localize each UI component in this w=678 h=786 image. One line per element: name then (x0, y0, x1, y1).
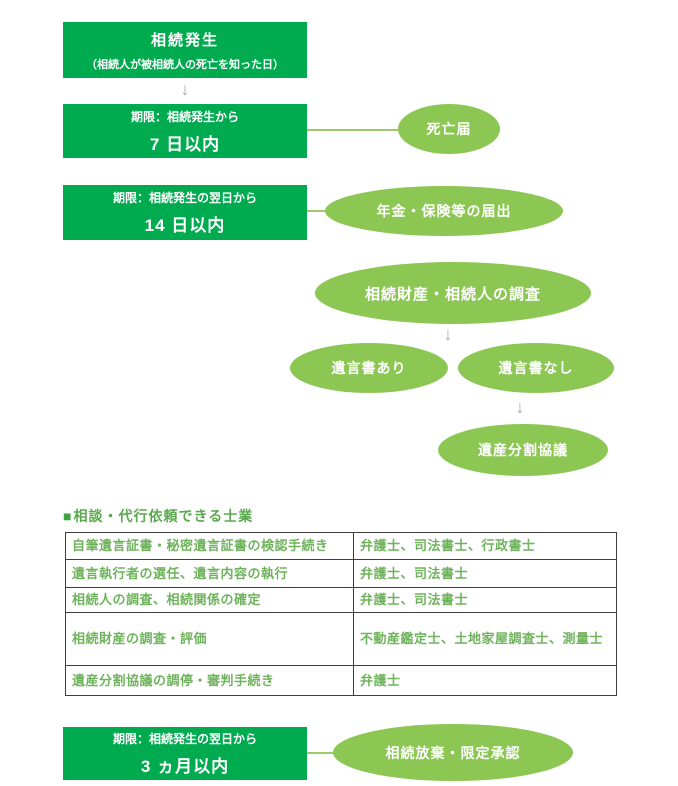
start-event-box: 相続発生 （相続人が被相続人の死亡を知った日） (63, 22, 307, 78)
professionals-cell: 弁護士 (353, 665, 617, 696)
start-event-title: 相続発生 (150, 31, 219, 49)
deadline-label: 期限：相続発生の翌日から (112, 191, 257, 205)
deadline-value: 3 ヵ月以内 (140, 757, 230, 776)
start-event-subtitle: （相続人が被相続人の死亡を知った日） (86, 58, 284, 71)
square-bullet-icon: ■ (63, 508, 73, 524)
deadline-value: 14 日以内 (144, 216, 226, 235)
task-oval-investigation: 相続財産・相続人の調査 (315, 262, 591, 324)
task-cell: 相続財産の調査・評価 (65, 612, 354, 666)
section-title-text: 相談・代行依頼できる士業 (73, 508, 254, 524)
professionals-cell: 弁護士、司法書士 (353, 559, 617, 588)
table-row: 遺産分割協議の調停・審判手続き 弁護士 (65, 665, 617, 696)
down-arrow-icon: ↓ (515, 397, 525, 417)
professionals-cell: 弁護士、司法書士、行政書士 (353, 532, 617, 560)
task-oval-pension-insurance: 年金・保険等の届出 (325, 186, 563, 236)
deadline-value: 7 日以内 (149, 134, 221, 154)
table-row: 相続財産の調査・評価 不動産鑑定士、土地家屋調査士、測量士 (65, 612, 617, 666)
connector-line (307, 752, 335, 754)
down-arrow-icon: ↓ (443, 324, 453, 344)
table-row: 相続人の調査、相続関係の確定 弁護士、司法書士 (65, 587, 617, 613)
deadline-label: 期限：相続発生から (130, 109, 239, 124)
deadline-box-3months: 期限：相続発生の翌日から 3 ヵ月以内 (63, 727, 307, 780)
task-cell: 遺言執行者の選任、遺言内容の執行 (65, 559, 354, 588)
professionals-cell: 弁護士、司法書士 (353, 587, 617, 613)
deadline-box-7days: 期限：相続発生から 7 日以内 (63, 104, 307, 158)
task-oval-will-exists: 遺言書あり (290, 343, 448, 393)
task-oval-division-meeting: 遺産分割協議 (438, 424, 608, 476)
deadline-box-14days: 期限：相続発生の翌日から 14 日以内 (63, 185, 307, 240)
deadline-label: 期限：相続発生の翌日から (112, 732, 257, 746)
section-title: ■相談・代行依頼できる士業 (63, 506, 253, 526)
connector-line (307, 129, 398, 131)
task-cell: 相続人の調査、相続関係の確定 (65, 587, 354, 613)
task-cell: 遺産分割協議の調停・審判手続き (65, 665, 354, 696)
task-oval-renounce-limited: 相続放棄・限定承認 (333, 724, 573, 781)
task-oval-death-report: 死亡届 (398, 104, 500, 154)
connector-line (307, 210, 327, 212)
task-oval-will-none: 遺言書なし (458, 343, 614, 393)
table-row: 自筆遺言証書・秘密遺言証書の検認手続き 弁護士、司法書士、行政書士 (65, 532, 617, 560)
down-arrow-icon: ↓ (180, 79, 190, 99)
table-row: 遺言執行者の選任、遺言内容の執行 弁護士、司法書士 (65, 559, 617, 588)
professionals-cell: 不動産鑑定士、土地家屋調査士、測量士 (353, 612, 617, 666)
task-cell: 自筆遺言証書・秘密遺言証書の検認手続き (65, 532, 354, 560)
professionals-table: 自筆遺言証書・秘密遺言証書の検認手続き 弁護士、司法書士、行政書士 遺言執行者の… (65, 532, 617, 696)
